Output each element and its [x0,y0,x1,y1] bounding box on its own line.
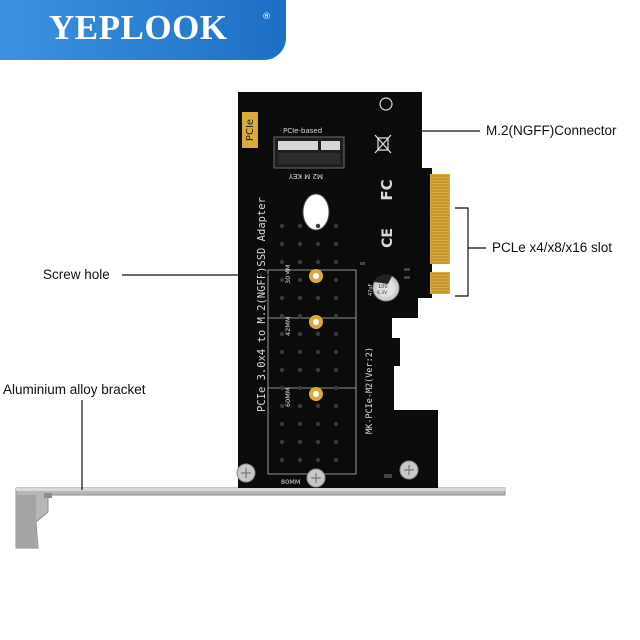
via-grid [279,223,339,463]
pcie-tag-label: PCIe [245,119,256,141]
via-dot [297,259,303,265]
via-dot [279,439,285,445]
screw-standoff-80 [306,468,326,488]
via-dot [297,295,303,301]
slot-bracket-leader [455,207,469,297]
via-dot [333,313,339,319]
via-dot [333,259,339,265]
via-dot [333,349,339,355]
via-dot [333,385,339,391]
via-dot [279,223,285,229]
via-dot [279,457,285,463]
screw-hole-60 [309,387,323,401]
via-dot [279,421,285,427]
via-dot [279,349,285,355]
via-dot [297,439,303,445]
via-dot [333,439,339,445]
via-dot [279,313,285,319]
via-dot [279,403,285,409]
via-dot [297,223,303,229]
via-dot [315,349,321,355]
brand-banner-background [0,0,286,60]
size-mark-60: 60MM [284,388,292,408]
bracket-callout: Aluminium alloy bracket [3,382,146,397]
mount-screw-left [236,463,256,483]
aluminium-bracket [15,487,506,549]
smd-components [360,262,410,478]
brand-name: YEPLOOK [49,8,228,47]
size-mark-80: 80MM [281,478,301,486]
via-dot [279,385,285,391]
via-dot [333,421,339,427]
recycle-icon [379,97,393,111]
cap-code: 100 [378,284,388,290]
size-mark-42: 42MM [284,317,292,337]
via-dot [315,331,321,337]
mount-screw-right [399,460,419,480]
via-dot [279,241,285,247]
via-dot [297,241,303,247]
via-dot [333,367,339,373]
pcie-slot-callout: PCLe x4/x8/x16 slot [492,240,613,255]
via-dot [315,241,321,247]
via-dot [297,403,303,409]
via-dot [279,331,285,337]
ce-mark: CE [380,228,396,248]
via-dot [315,259,321,265]
via-dot [315,439,321,445]
weee-bin-icon [374,134,392,154]
size-mark-30: 30MM [284,265,292,285]
model-label: MK-PCIe-M2(Ver:2) [365,347,375,434]
via-dot [333,241,339,247]
connector-callout: M.2(NGFF)Connector [486,123,617,138]
via-dot [333,331,339,337]
via-dot [297,457,303,463]
via-dot [297,385,303,391]
adapter-title: PCIe 3.0x4 to M.2(NGFF)SSD Adapter [256,197,268,412]
callout-lines [81,130,486,490]
via-dot [297,331,303,337]
via-dot [315,421,321,427]
oval-cutout [302,193,330,231]
registered-mark: ® [262,12,271,22]
via-dot [279,295,285,301]
pcie-tag: PCIe [242,112,258,148]
socket-label: PCIe-based [283,127,322,135]
screw-hole-30 [309,269,323,283]
certification-marks: FC CE [374,97,396,248]
via-dot [333,277,339,283]
via-dot [333,457,339,463]
via-dot [297,421,303,427]
via-dot [315,403,321,409]
via-dot [297,277,303,283]
cap-voltage: 6.3V [377,290,388,296]
via-dot [333,295,339,301]
via-dot [333,223,339,229]
brand-banner: YEPLOOK ® [0,0,286,60]
cap-value: 47uF [368,283,374,296]
via-dot [315,367,321,373]
via-dot [297,349,303,355]
via-dot [297,313,303,319]
m2-socket: PCIe-based M2 M KEY [273,127,345,180]
via-dot [315,457,321,463]
via-dot [315,223,321,229]
key-label: M2 M KEY [288,172,323,180]
via-dot [333,403,339,409]
via-dot [279,277,285,283]
via-dot [315,295,321,301]
via-dot [279,259,285,265]
screw-hole-42 [309,315,323,329]
via-dot [297,367,303,373]
capacitor: 100 6.3V [372,274,400,302]
via-dot [279,367,285,373]
pcb-board [238,92,438,488]
screw-hole-callout: Screw hole [43,267,110,282]
pcie-gold-fingers [430,174,450,294]
fc-mark: FC [378,179,396,200]
